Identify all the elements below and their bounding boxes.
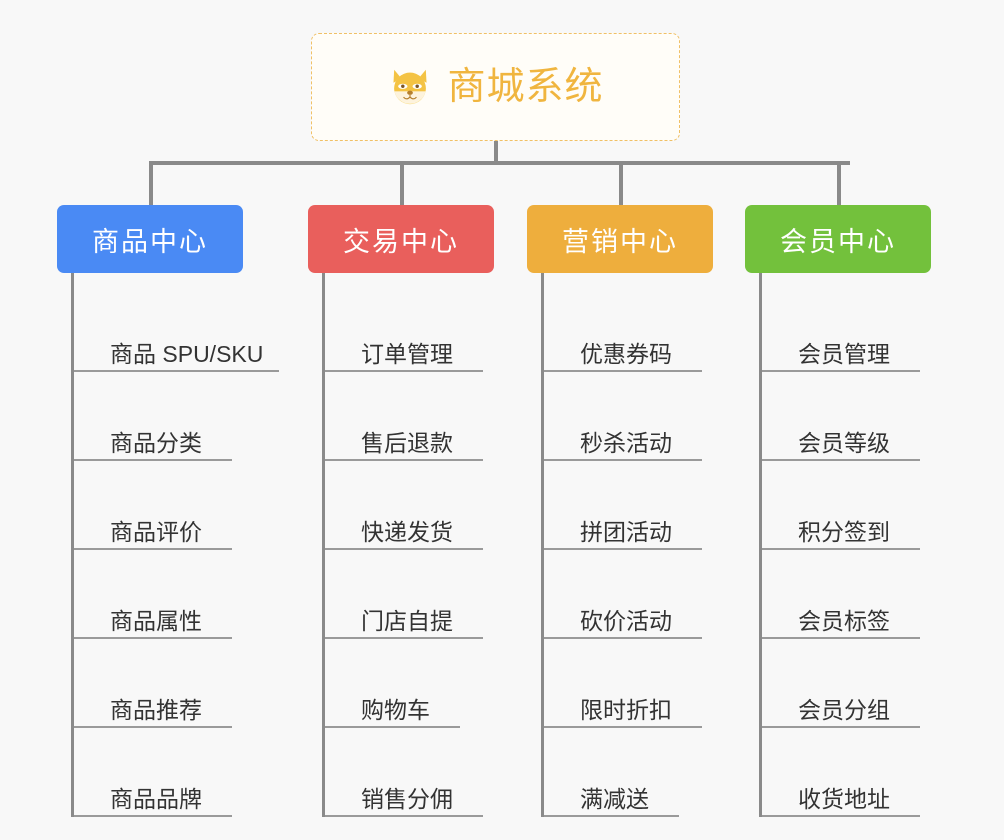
leaf-underline: [74, 637, 232, 639]
leaf-item[interactable]: 订单管理: [325, 283, 558, 372]
branch-body-3: 优惠券码 秒杀活动 拼团活动 砍价活动 限时折扣 满减送: [541, 273, 777, 817]
leaf-label: 购物车: [361, 696, 430, 723]
leaf-underline: [544, 637, 702, 639]
leaf-label: 商品 SPU/SKU: [110, 340, 264, 367]
connector-drop-2: [400, 161, 404, 205]
leaf-underline: [325, 548, 483, 550]
leaf-item[interactable]: 限时折扣: [544, 639, 777, 728]
leaf-item[interactable]: 商品推荐: [74, 639, 307, 728]
leaf-underline: [325, 370, 483, 372]
leaf-label: 门店自提: [361, 607, 453, 634]
category-header-2[interactable]: 交易中心: [308, 205, 494, 273]
leaf-underline: [544, 815, 679, 817]
connector-root-stem: [494, 141, 498, 164]
leaf-label: 砍价活动: [580, 607, 672, 634]
leaf-label: 订单管理: [361, 340, 453, 367]
connector-drop-1: [149, 161, 153, 205]
leaf-item[interactable]: 商品 SPU/SKU: [74, 283, 307, 372]
root-title: 商城系统: [447, 66, 604, 108]
leaf-underline: [544, 459, 702, 461]
branch-body-1: 商品 SPU/SKU 商品分类 商品评价 商品属性 商品推荐 商品品牌: [71, 273, 307, 817]
leaf-label: 快递发货: [361, 518, 453, 545]
leaf-underline: [325, 726, 460, 728]
leaf-underline: [74, 726, 232, 728]
leaf-item[interactable]: 门店自提: [325, 550, 558, 639]
leaf-label: 秒杀活动: [580, 429, 672, 456]
category-header-4[interactable]: 会员中心: [745, 205, 931, 273]
leaf-item[interactable]: 商品品牌: [74, 728, 307, 817]
branch-column-1: 商品中心 商品 SPU/SKU 商品分类 商品评价 商品属性 商品推荐: [57, 205, 307, 817]
category-label: 交易中心: [343, 226, 459, 257]
leaf-item[interactable]: 售后退款: [325, 372, 558, 461]
category-header-1[interactable]: 商品中心: [57, 205, 243, 273]
category-header-3[interactable]: 营销中心: [527, 205, 713, 273]
leaf-label: 销售分佣: [361, 785, 453, 812]
leaf-underline: [762, 726, 920, 728]
leaf-label: 商品品牌: [110, 785, 202, 812]
leaf-underline: [544, 726, 702, 728]
leaf-label: 优惠券码: [580, 340, 672, 367]
leaf-item[interactable]: 销售分佣: [325, 728, 558, 817]
leaf-item[interactable]: 拼团活动: [544, 461, 777, 550]
leaf-underline: [325, 637, 483, 639]
leaf-item[interactable]: 商品属性: [74, 550, 307, 639]
leaf-item[interactable]: 满减送: [544, 728, 777, 817]
leaf-item[interactable]: 购物车: [325, 639, 558, 728]
leaf-underline: [762, 548, 920, 550]
leaf-label: 商品分类: [110, 429, 202, 456]
connector-horizontal-bus: [149, 161, 850, 165]
leaf-item[interactable]: 积分签到: [762, 461, 995, 550]
leaf-label: 拼团活动: [580, 518, 672, 545]
leaf-item[interactable]: 商品评价: [74, 461, 307, 550]
category-label: 商品中心: [92, 226, 208, 257]
leaf-label: 会员管理: [798, 340, 890, 367]
leaf-underline: [74, 548, 232, 550]
leaf-underline: [74, 370, 279, 372]
leaf-label: 商品推荐: [110, 696, 202, 723]
leaf-item[interactable]: 会员等级: [762, 372, 995, 461]
leaf-label: 商品属性: [110, 607, 202, 634]
leaf-underline: [544, 370, 702, 372]
leaf-item[interactable]: 会员管理: [762, 283, 995, 372]
branch-column-4: 会员中心 会员管理 会员等级 积分签到 会员标签 会员分组: [745, 205, 995, 817]
leaf-label: 积分签到: [798, 518, 890, 545]
leaf-item[interactable]: 秒杀活动: [544, 372, 777, 461]
leaf-underline: [762, 637, 920, 639]
branch-body-4: 会员管理 会员等级 积分签到 会员标签 会员分组 收货地址: [759, 273, 995, 817]
connector-drop-4: [837, 161, 841, 205]
leaf-underline: [325, 459, 483, 461]
category-label: 会员中心: [780, 226, 896, 257]
leaf-label: 会员标签: [798, 607, 890, 634]
leaf-item[interactable]: 收货地址: [762, 728, 995, 817]
leaf-underline: [762, 370, 920, 372]
leaf-underline: [74, 815, 232, 817]
leaf-label: 会员等级: [798, 429, 890, 456]
shiba-dog-icon: [393, 69, 428, 105]
leaf-underline: [762, 815, 920, 817]
branch-body-2: 订单管理 售后退款 快递发货 门店自提 购物车 销售分佣: [322, 273, 558, 817]
leaf-label: 满减送: [580, 785, 649, 812]
leaf-label: 收货地址: [798, 785, 890, 812]
leaf-underline: [325, 815, 483, 817]
leaf-item[interactable]: 商品分类: [74, 372, 307, 461]
branch-column-2: 交易中心 订单管理 售后退款 快递发货 门店自提 购物车: [308, 205, 558, 817]
leaf-item[interactable]: 快递发货: [325, 461, 558, 550]
branch-column-3: 营销中心 优惠券码 秒杀活动 拼团活动 砍价活动 限时折扣: [527, 205, 777, 817]
leaf-item[interactable]: 优惠券码: [544, 283, 777, 372]
leaf-underline: [74, 459, 232, 461]
leaf-label: 商品评价: [110, 518, 202, 545]
leaf-label: 会员分组: [798, 696, 890, 723]
category-label: 营销中心: [562, 226, 678, 257]
leaf-label: 售后退款: [361, 429, 453, 456]
leaf-underline: [762, 459, 920, 461]
leaf-item[interactable]: 会员分组: [762, 639, 995, 728]
leaf-item[interactable]: 砍价活动: [544, 550, 777, 639]
leaf-underline: [544, 548, 702, 550]
leaf-label: 限时折扣: [580, 696, 672, 723]
root-node[interactable]: 商城系统: [311, 33, 680, 141]
leaf-item[interactable]: 会员标签: [762, 550, 995, 639]
connector-drop-3: [619, 161, 623, 205]
